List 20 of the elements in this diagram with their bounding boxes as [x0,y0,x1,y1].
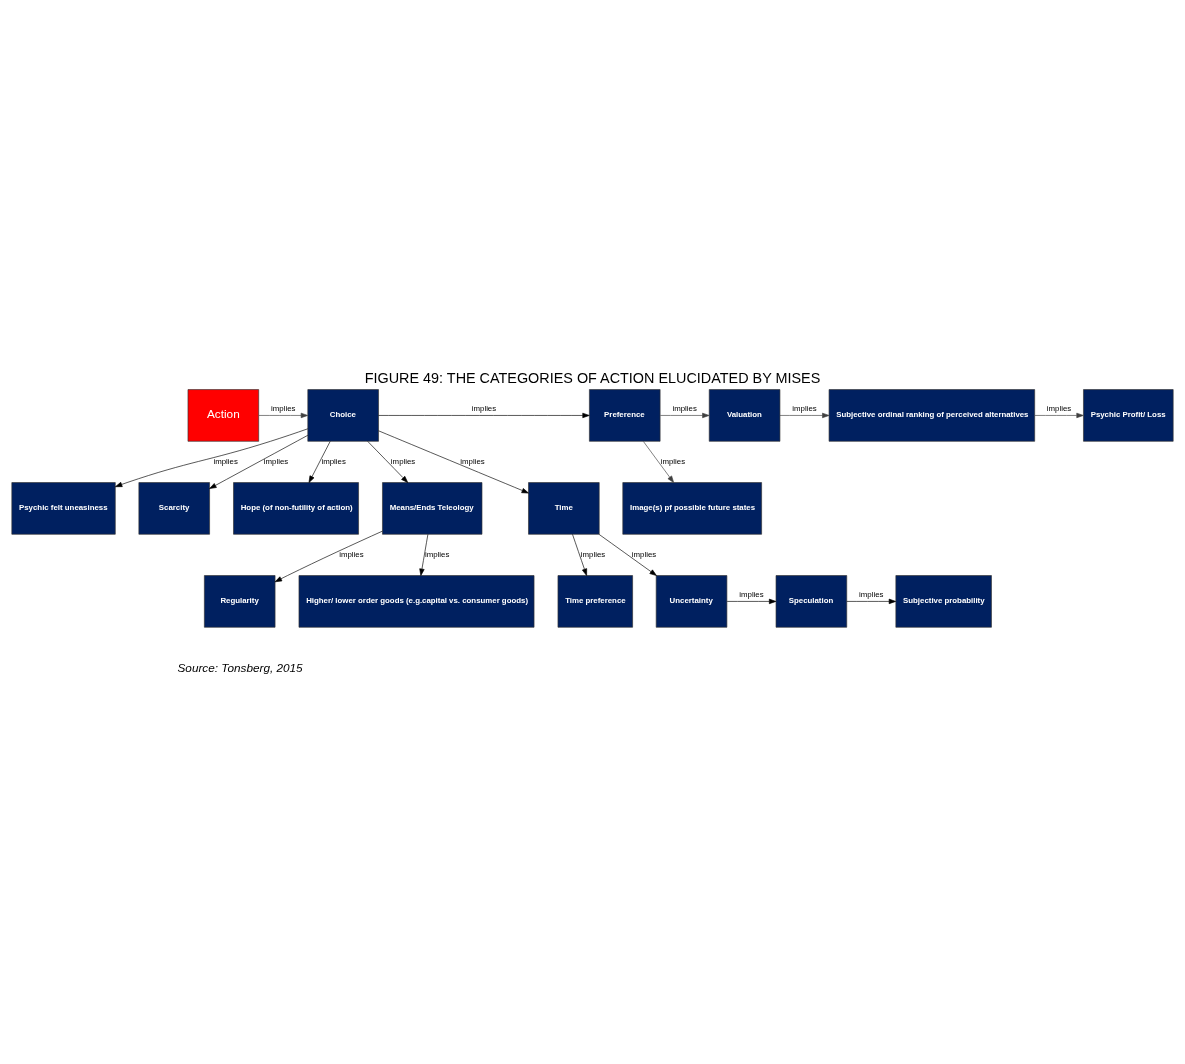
arrow [419,534,429,576]
arrow [660,412,710,419]
arrow [258,412,308,419]
arrow [726,598,777,605]
arrow [779,412,830,419]
arrow [643,441,674,483]
arrow [274,530,383,583]
arrow [115,428,309,488]
arrow [367,441,409,483]
arrow [378,430,529,494]
arrow [209,435,309,489]
arrow [846,598,896,605]
arrow [572,534,587,576]
node-box: Action [187,389,260,442]
caption: Source: Tonsberg, 2015 [177,660,303,674]
diagram-title: FIGURE 49: THE CATEGORIES OF ACTION ELUCIDATED BY MISES [364,369,821,386]
arrow [308,441,331,483]
arrow [378,412,590,419]
arrow [1034,412,1084,419]
arrow [598,534,657,576]
